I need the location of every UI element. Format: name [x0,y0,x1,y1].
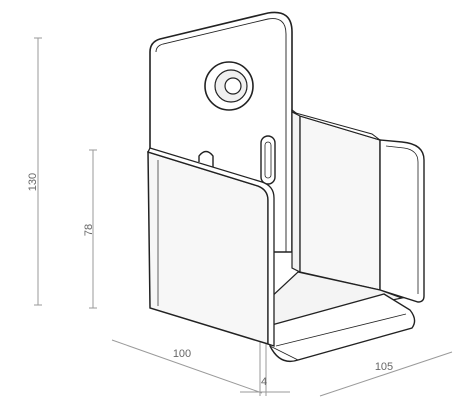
dimension-lines [34,37,453,397]
slot-hole-left [198,150,214,168]
dimension-label-130: 130 [27,173,39,191]
dim-line-105 [319,351,453,397]
dimension-label-78: 78 [83,224,95,236]
front-side-wall [147,147,275,347]
dimension-label-105: 105 [375,361,393,373]
dim-line-100 [111,339,263,394]
dimension-label-100: 100 [173,348,191,360]
dimension-label-4: 4 [261,376,267,388]
right-side-wall [291,108,425,303]
mounting-hole [204,61,254,111]
slot-hole-right [260,135,276,185]
